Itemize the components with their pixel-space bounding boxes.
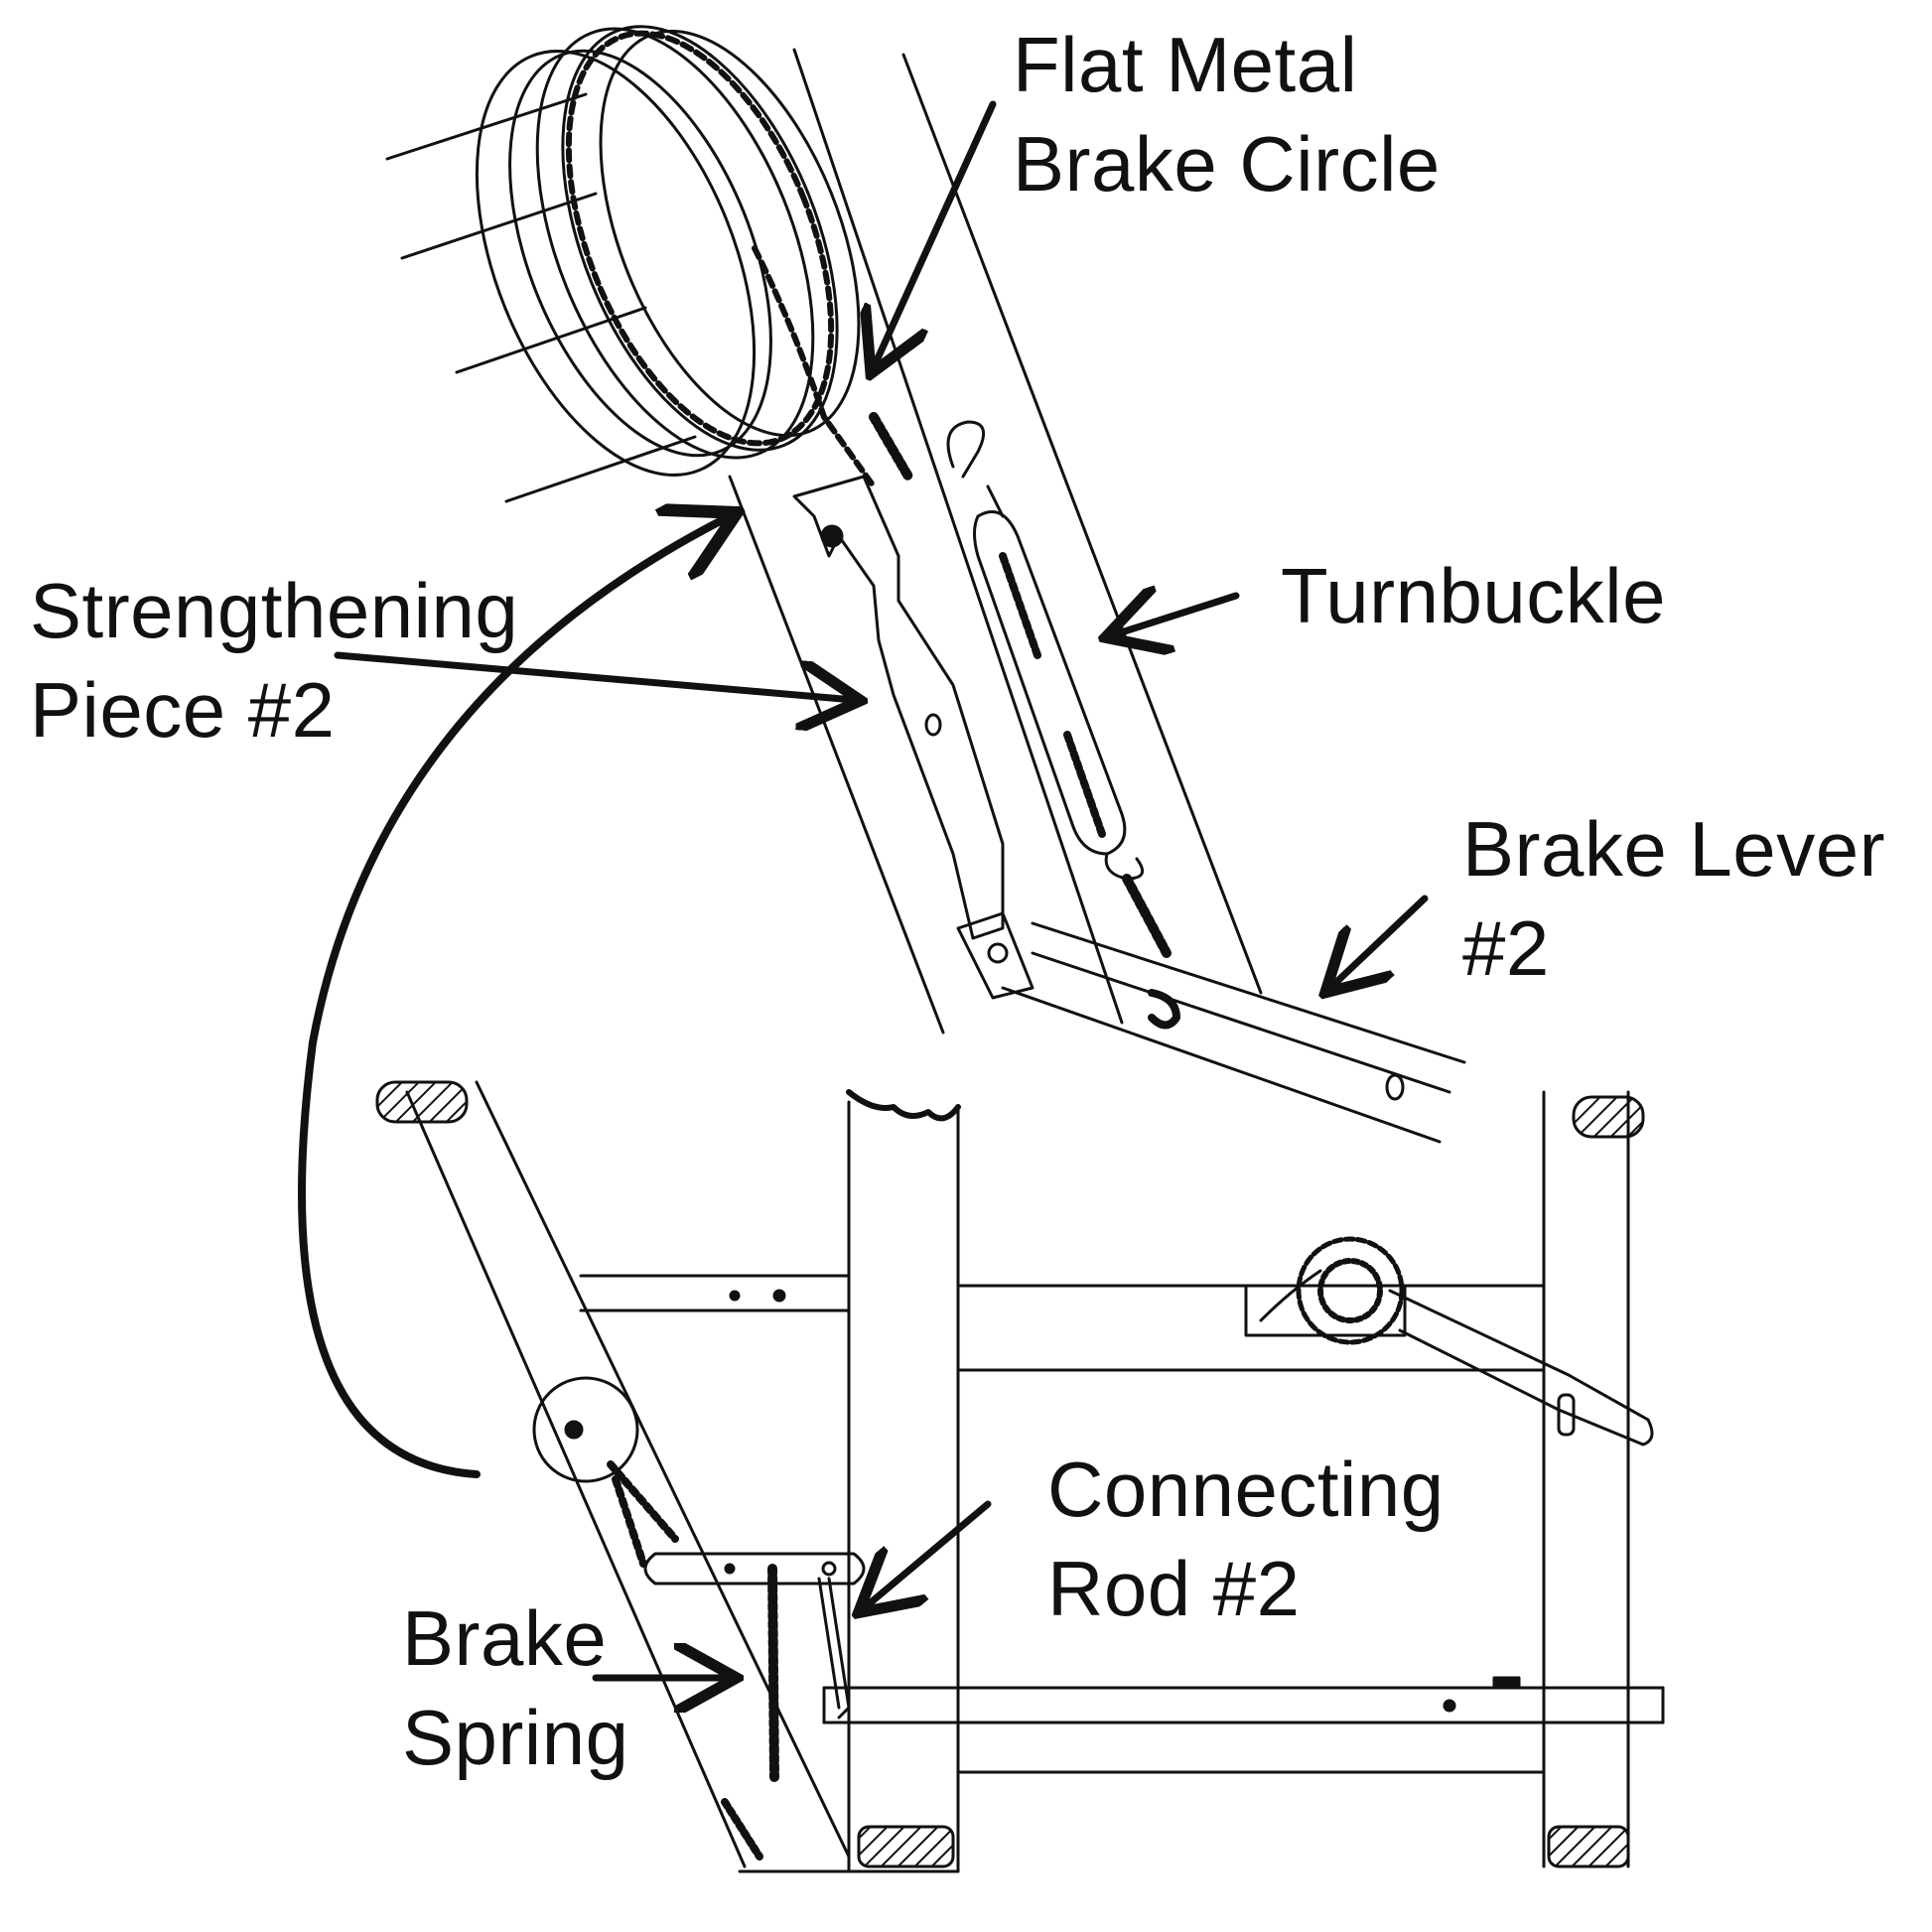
strengthening-piece-line-2: Piece #2 [30, 666, 336, 754]
brake-spring-label: Brake Spring [402, 1588, 628, 1787]
strengthening-piece [792, 475, 1035, 1000]
brake-lever-line-2: #2 [1462, 904, 1550, 992]
loom-frame-right-post [1542, 1090, 1645, 1868]
brake-pulley [532, 1376, 679, 1568]
brake-lever [1001, 921, 1466, 1144]
connecting-rod-arrow [864, 1500, 992, 1608]
brake-lever-label: Brake Lever #2 [1462, 799, 1885, 998]
strengthening-piece-line-1: Strengthening [30, 567, 519, 654]
brake-spring [767, 1564, 779, 1782]
turnbuckle-arrow [1112, 596, 1240, 635]
loom-frame-crossbars [579, 1274, 1546, 1774]
connecting-rod-line-2: Rod #2 [1047, 1545, 1301, 1632]
connecting-rod-line-1: Connecting [1047, 1446, 1445, 1533]
ratchet-gear [1244, 1236, 1654, 1447]
brake-lever-arrow [1330, 895, 1429, 988]
brake-spring-line-2: Spring [402, 1694, 629, 1781]
relation-arrow [298, 516, 730, 1478]
brake-lever-line-1: Brake Lever [1462, 805, 1886, 893]
brake-circle-arrow [874, 100, 997, 367]
loom-upright-upper [728, 48, 1263, 1035]
turnbuckle-line-1: Turnbuckle [1281, 552, 1666, 639]
strengthening-piece-arrow [334, 651, 854, 700]
flat-metal-brake-circle-line-2: Brake Circle [1013, 120, 1441, 207]
brake-spring-line-1: Brake [402, 1594, 608, 1682]
flat-metal-brake-circle-line-1: Flat Metal [1013, 21, 1358, 108]
loom-frame-center-post [738, 1089, 961, 1873]
strengthening-piece-label: Strengthening Piece #2 [30, 561, 518, 759]
flat-metal-brake-circle-label: Flat Metal Brake Circle [1013, 15, 1441, 213]
flat-metal-brake-circle-band [565, 30, 877, 489]
brake-drum [475, 25, 861, 477]
turnbuckle [869, 412, 1172, 958]
connecting-rod-label: Connecting Rod #2 [1047, 1440, 1445, 1638]
turnbuckle-label: Turnbuckle [1281, 546, 1666, 645]
